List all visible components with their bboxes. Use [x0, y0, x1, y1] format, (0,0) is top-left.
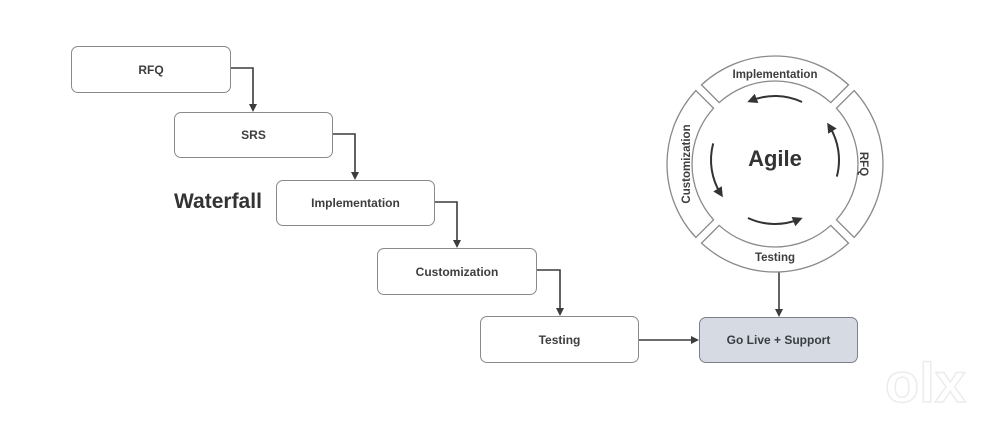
agile-segment-testing-label: Testing [755, 252, 795, 264]
agile-segment-rfq [835, 89, 884, 239]
agile-cycle-arrows [710, 93, 840, 227]
waterfall-step-testing: Testing [480, 316, 639, 363]
arrow-implementation-to-customization [435, 201, 461, 248]
agile-segment-customization [666, 89, 715, 239]
waterfall-title: Waterfall [174, 190, 262, 213]
arrow-rfq-to-srs [231, 67, 257, 112]
waterfall-step-rfq: RFQ [71, 46, 231, 93]
go-live-support-box: Go Live + Support [699, 317, 858, 363]
cycle-arrow-right [827, 122, 840, 177]
cycle-arrow-bottom [747, 216, 803, 227]
agile-segment-customization-label: Customization [681, 124, 693, 203]
cycle-arrow-top [747, 93, 803, 104]
arrow-srs-to-implementation [333, 133, 359, 180]
agile-segment-testing [700, 224, 850, 273]
arrow-customization-to-testing [537, 269, 564, 316]
cycle-arrow-left [710, 143, 723, 198]
olx-watermark-logo: olx [885, 351, 966, 414]
waterfall-step-srs: SRS [174, 112, 333, 158]
agile-segment-rfq-label: RFQ [857, 152, 869, 176]
agile-segment-implementation-label: Implementation [733, 69, 818, 81]
agile-segment-implementation [700, 55, 850, 104]
waterfall-step-customization: Customization [377, 248, 537, 295]
waterfall-step-implementation: Implementation [276, 180, 435, 226]
agile-title: Agile [748, 146, 802, 171]
agile-ring [666, 55, 884, 273]
